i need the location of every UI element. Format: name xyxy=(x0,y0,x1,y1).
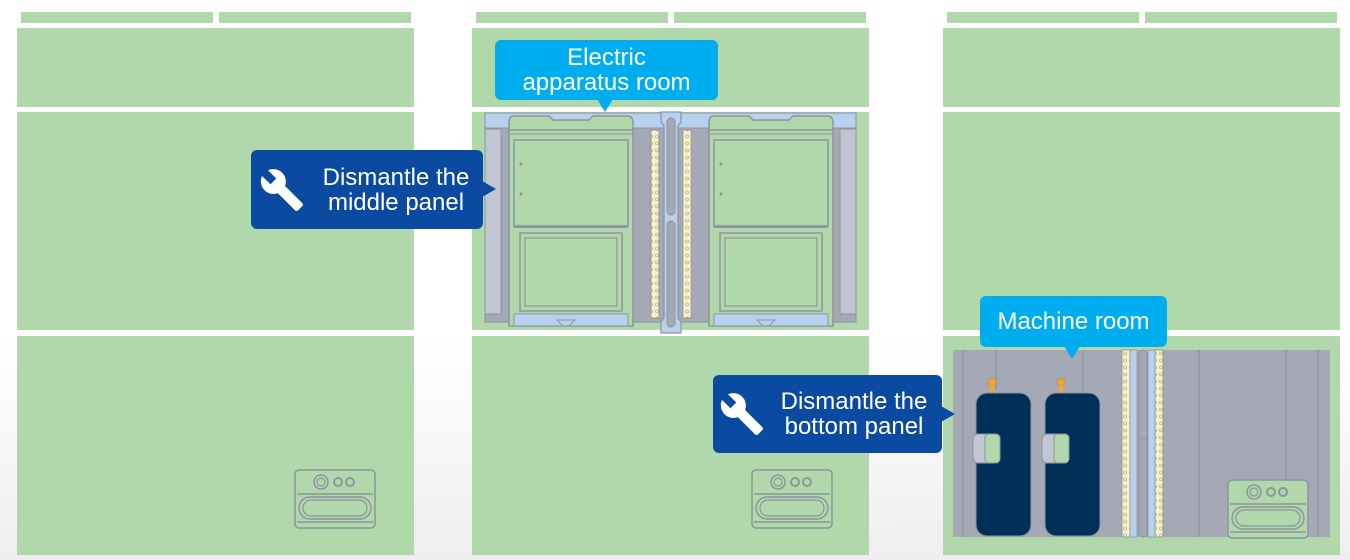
callout-pointer xyxy=(941,406,955,422)
top-strip xyxy=(674,12,866,23)
callout-machine-room: Machine room xyxy=(980,296,1167,347)
callout-label: Dismantle the bottom panel xyxy=(780,388,928,440)
control-box xyxy=(294,469,376,529)
callout-electric-apparatus-room: Electric apparatus room xyxy=(495,40,718,100)
callout-pointer xyxy=(1064,346,1080,359)
callout-label: Electric apparatus room xyxy=(522,44,691,96)
top-panel xyxy=(943,28,1340,107)
tank xyxy=(972,378,1032,537)
electric-apparatus-room xyxy=(484,111,857,334)
machine-room xyxy=(953,349,1330,539)
top-strip xyxy=(219,12,411,23)
callout-dismantle-middle-panel: Dismantle the middle panel xyxy=(251,150,483,229)
top-strip xyxy=(476,12,668,23)
control-box xyxy=(751,469,833,529)
middle-panel xyxy=(943,112,1340,330)
callout-dismantle-bottom-panel: Dismantle the bottom panel xyxy=(713,375,942,453)
wrench-icon xyxy=(259,167,305,213)
wrench-icon xyxy=(719,391,765,437)
top-strip xyxy=(1145,12,1337,23)
callout-pointer xyxy=(597,99,613,112)
top-strip xyxy=(947,12,1139,23)
callout-pointer xyxy=(482,181,496,197)
tank xyxy=(1041,378,1101,537)
callout-label: Dismantle the middle panel xyxy=(322,163,470,216)
callout-label: Machine room xyxy=(997,308,1150,335)
top-panel xyxy=(17,28,414,107)
top-strip xyxy=(21,12,213,23)
